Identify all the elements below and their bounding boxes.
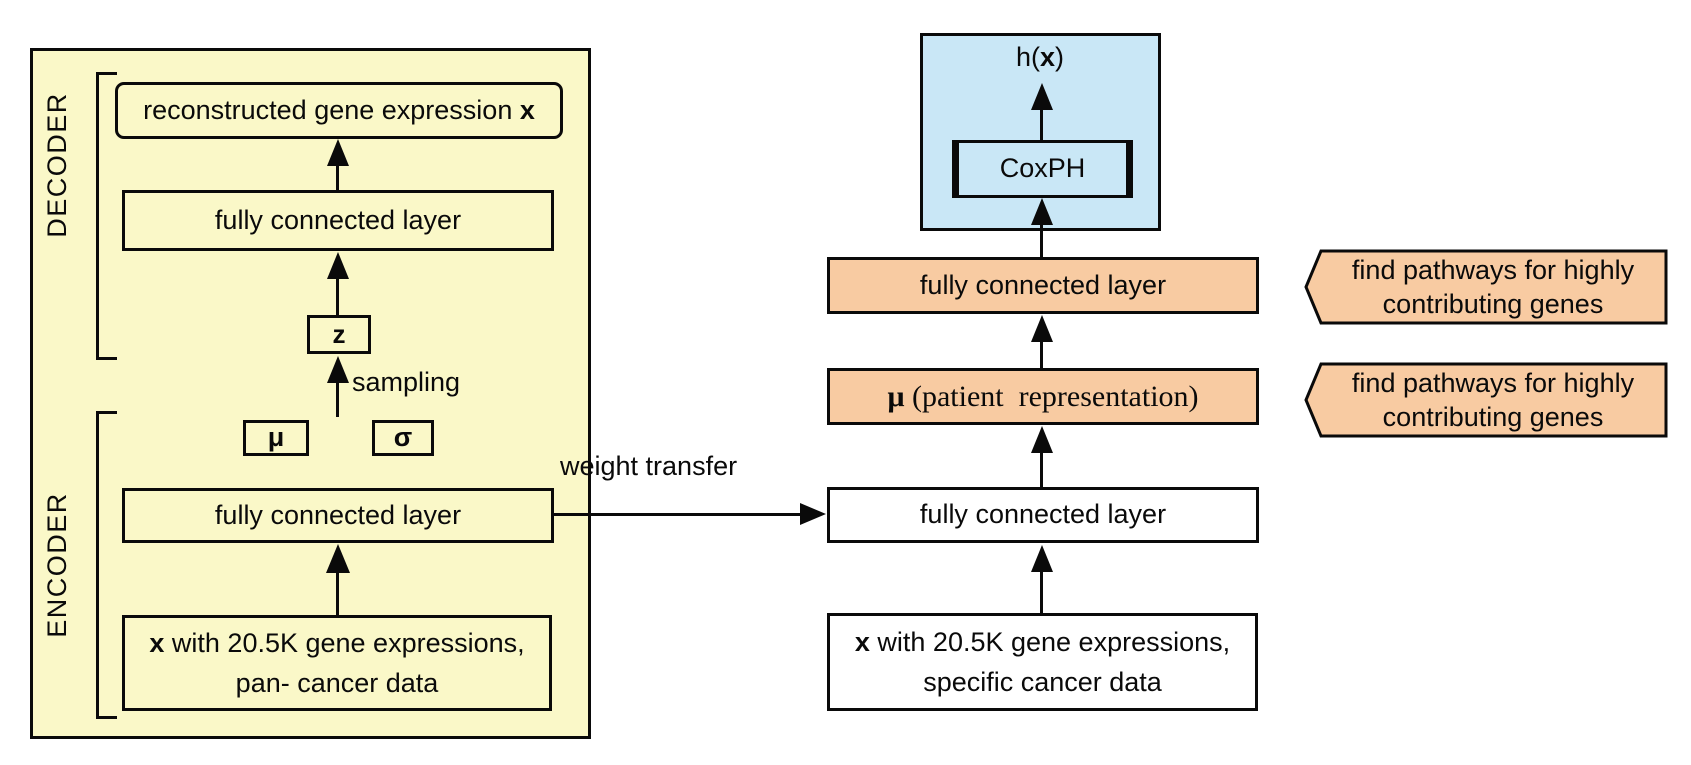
arrow-decoderfc-to-output-head xyxy=(327,139,349,166)
hx-prefix: h( xyxy=(1015,42,1040,72)
survival-fc-top-box: fully connected layer xyxy=(827,257,1259,314)
decoder-label: DECODER xyxy=(42,92,72,238)
arrow-coxph-to-hx-head xyxy=(1031,83,1053,110)
patient-representation-text: (patient representation) xyxy=(904,379,1199,413)
pathway-callout-1-line2: contributing genes xyxy=(1382,289,1604,319)
patient-representation-box: μ (patient representation) xyxy=(827,368,1259,425)
z-box: z xyxy=(307,315,371,354)
specific-cancer-input-box: x with 20.5K gene expressions, specific … xyxy=(827,613,1258,711)
weight-transfer-arrowhead xyxy=(800,503,826,525)
weight-transfer-line xyxy=(553,513,803,516)
sigma-label: σ xyxy=(393,422,413,453)
pan-cancer-input-box: x with 20.5K gene expressions, pan- canc… xyxy=(122,615,552,711)
arrow-input-to-fcbottom-head xyxy=(1031,545,1053,572)
arrow-fcbottom-to-mu-line xyxy=(1040,451,1043,487)
encoder-bracket xyxy=(96,411,117,719)
survival-fc-bottom-label: fully connected layer xyxy=(919,499,1167,530)
encoder-fc-box: fully connected layer xyxy=(122,488,554,543)
reconstructed-box-x: x xyxy=(519,94,535,125)
weight-transfer-label: weight transfer xyxy=(560,451,738,481)
arrow-decoderfc-to-output-line xyxy=(336,164,339,191)
patient-representation-mu: μ xyxy=(887,379,905,413)
arrow-z-to-decoderfc-line xyxy=(336,277,339,315)
reconstructed-box-text: reconstructed gene expression xyxy=(143,94,520,125)
arrow-z-to-decoderfc-head xyxy=(327,252,349,279)
decoder-fc-box: fully connected layer xyxy=(122,190,554,251)
hx-suffix: ) xyxy=(1055,42,1065,72)
hx-label: h(x) xyxy=(990,42,1090,73)
decoder-fc-label: fully connected layer xyxy=(214,204,462,235)
arrow-mu-to-fctop-head xyxy=(1031,315,1053,342)
pathway-callout-2-line1: find pathways for highly xyxy=(1351,368,1635,398)
specific-cancer-line1: with 20.5K gene expressions, xyxy=(869,627,1231,657)
arrow-sampling-line xyxy=(336,381,339,417)
pathway-callout-1-line1: find pathways for highly xyxy=(1351,255,1635,285)
mu-label: μ xyxy=(267,422,285,453)
arrow-input-to-encoderfc-head xyxy=(326,544,350,573)
arrow-input-to-encoderfc-line xyxy=(336,570,339,615)
z-label: z xyxy=(332,319,346,350)
arrow-fcbottom-to-mu-head xyxy=(1031,426,1053,453)
encoder-label: ENCODER xyxy=(42,492,72,638)
arrow-fctop-to-coxph-head xyxy=(1031,198,1053,225)
arrow-sampling-head xyxy=(327,356,349,383)
encoder-fc-label: fully connected layer xyxy=(214,499,462,530)
pathway-callout-1: find pathways for highly contributing ge… xyxy=(1303,248,1669,326)
hx-x: x xyxy=(1039,42,1056,72)
survival-fc-bottom-box: fully connected layer xyxy=(827,487,1259,543)
sigma-box-small: σ xyxy=(372,420,434,456)
reconstructed-gene-expression-box: reconstructed gene expression x xyxy=(115,82,563,139)
arrow-fctop-to-coxph-line xyxy=(1040,223,1043,257)
sampling-label: sampling xyxy=(352,367,461,397)
pathway-callout-2-line2: contributing genes xyxy=(1382,402,1604,432)
decoder-bracket xyxy=(96,72,117,360)
arrow-coxph-to-hx-line xyxy=(1040,108,1043,140)
coxph-label: CoxPH xyxy=(999,153,1086,184)
coxph-box: CoxPH xyxy=(952,140,1133,198)
pathway-callout-1-shape xyxy=(1304,249,1668,325)
pathway-callout-2: find pathways for highly contributing ge… xyxy=(1303,361,1669,439)
specific-cancer-x: x xyxy=(854,627,870,657)
survival-fc-top-label: fully connected layer xyxy=(919,269,1167,300)
specific-cancer-line2: specific cancer data xyxy=(923,667,1162,697)
pan-cancer-x: x xyxy=(149,628,165,658)
mu-box-small: μ xyxy=(243,420,309,456)
arrow-mu-to-fctop-line xyxy=(1040,340,1043,368)
pan-cancer-line1: with 20.5K gene expressions, xyxy=(164,628,525,658)
pathway-callout-2-shape xyxy=(1304,362,1668,438)
arrow-input-to-fcbottom-line xyxy=(1040,570,1043,613)
pan-cancer-line2: pan- cancer data xyxy=(235,668,439,698)
